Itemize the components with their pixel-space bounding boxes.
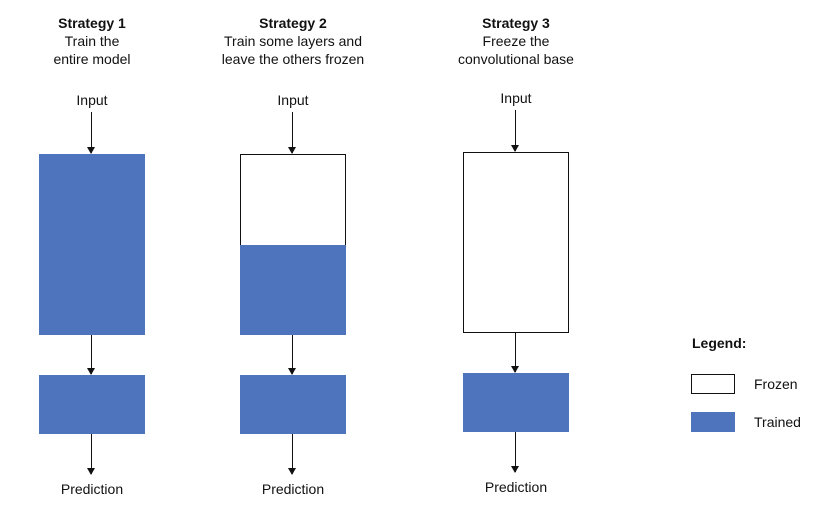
- strategy-1-input-label: Input: [76, 92, 108, 108]
- strategy-2-desc-line1: Train some layers and: [224, 33, 362, 49]
- strategy-3-input-arrow: [511, 110, 520, 152]
- strategy-2-desc-line2: leave the others frozen: [221, 51, 365, 67]
- strategy-2-name: Strategy 2: [259, 15, 327, 31]
- strategy-1-input-arrow: [87, 112, 96, 154]
- strategy-3-desc-line2: convolutional base: [458, 51, 574, 67]
- legend-frozen-label: Frozen: [754, 376, 798, 392]
- strategy-1-title: Strategy 1 Train the entire model: [0, 14, 192, 68]
- strategy-2-conv-base-frozen-part: [240, 154, 346, 246]
- strategy-1-conv-base-trained: [39, 154, 145, 335]
- strategy-3-mid-arrow: [511, 333, 520, 373]
- strategy-1-mid-arrow: [87, 335, 96, 375]
- legend-trained-label: Trained: [754, 414, 801, 430]
- strategy-1-prediction-label: Prediction: [60, 481, 124, 497]
- strategy-2-prediction-label: Prediction: [261, 481, 325, 497]
- strategy-3-input-label: Input: [500, 90, 532, 106]
- strategy-1-desc-line2: entire model: [53, 51, 131, 67]
- strategy-3-output-arrow: [511, 432, 520, 473]
- strategy-2-title: Strategy 2 Train some layers and leave t…: [193, 14, 393, 68]
- strategy-3-title: Strategy 3 Freeze the convolutional base: [416, 14, 616, 68]
- strategy-2-input-arrow: [288, 112, 297, 154]
- strategy-2-mid-arrow: [288, 335, 297, 375]
- strategy-2-input-label: Input: [277, 92, 309, 108]
- strategy-1-classifier-trained: [39, 375, 145, 434]
- strategy-3-name: Strategy 3: [482, 15, 550, 31]
- strategy-1-desc-line1: Train the: [64, 33, 120, 49]
- strategy-3-prediction-label: Prediction: [484, 479, 548, 495]
- legend-trained-swatch: [691, 412, 735, 432]
- strategy-3-conv-base-frozen: [463, 152, 569, 333]
- legend-title: Legend:: [692, 335, 747, 351]
- strategy-2-output-arrow: [288, 434, 297, 475]
- strategy-2-conv-base-trained-part: [240, 245, 346, 335]
- strategy-1-name: Strategy 1: [58, 15, 126, 31]
- strategy-2-classifier-trained: [240, 375, 346, 434]
- strategy-3-classifier-trained: [463, 373, 569, 432]
- strategy-1-output-arrow: [87, 434, 96, 475]
- strategy-3-desc-line1: Freeze the: [482, 33, 550, 49]
- legend-frozen-swatch: [691, 374, 735, 394]
